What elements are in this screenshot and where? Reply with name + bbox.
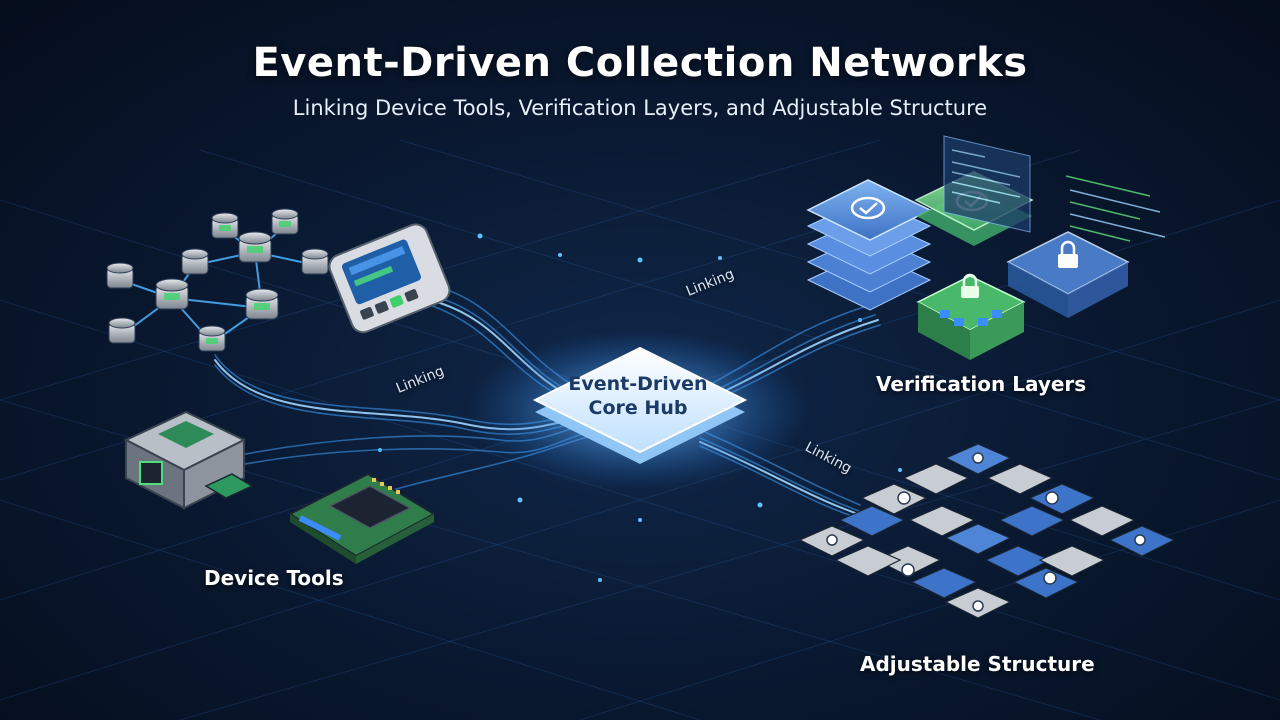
core-hub-label: Event-Driven Core Hub [548, 372, 728, 420]
verification-blue-stack [806, 179, 932, 311]
circuit-board-icon [287, 472, 437, 564]
check-icon [850, 196, 886, 220]
handheld-scanner-icon [328, 223, 451, 334]
page-title: Event-Driven Collection Networks [252, 40, 1028, 86]
grid-sparkles [378, 233, 902, 582]
lock-icon [961, 273, 979, 298]
page-subtitle: Linking Device Tools, Verification Layer… [292, 96, 988, 120]
sensor-module-icon [123, 410, 254, 510]
hub-label-line1: Event-Driven [568, 373, 708, 395]
code-panel [943, 135, 1031, 233]
core-hub [532, 346, 748, 464]
code-text-panel [1065, 175, 1166, 242]
node-network [119, 225, 316, 344]
section-label-adjustable-structure: Adjustable Structure [860, 652, 1095, 676]
lock-panel [1006, 231, 1130, 318]
section-label-verification-layers: Verification Layers [876, 372, 1087, 396]
tile-knobs [826, 452, 1146, 612]
section-label-device-tools: Device Tools [204, 566, 344, 590]
lock-icon [1058, 240, 1078, 268]
tile-grid [798, 443, 1176, 619]
green-lock-cube [916, 275, 1026, 360]
cylinder-node-icon [106, 208, 329, 352]
hub-label-line2: Core Hub [588, 397, 688, 419]
